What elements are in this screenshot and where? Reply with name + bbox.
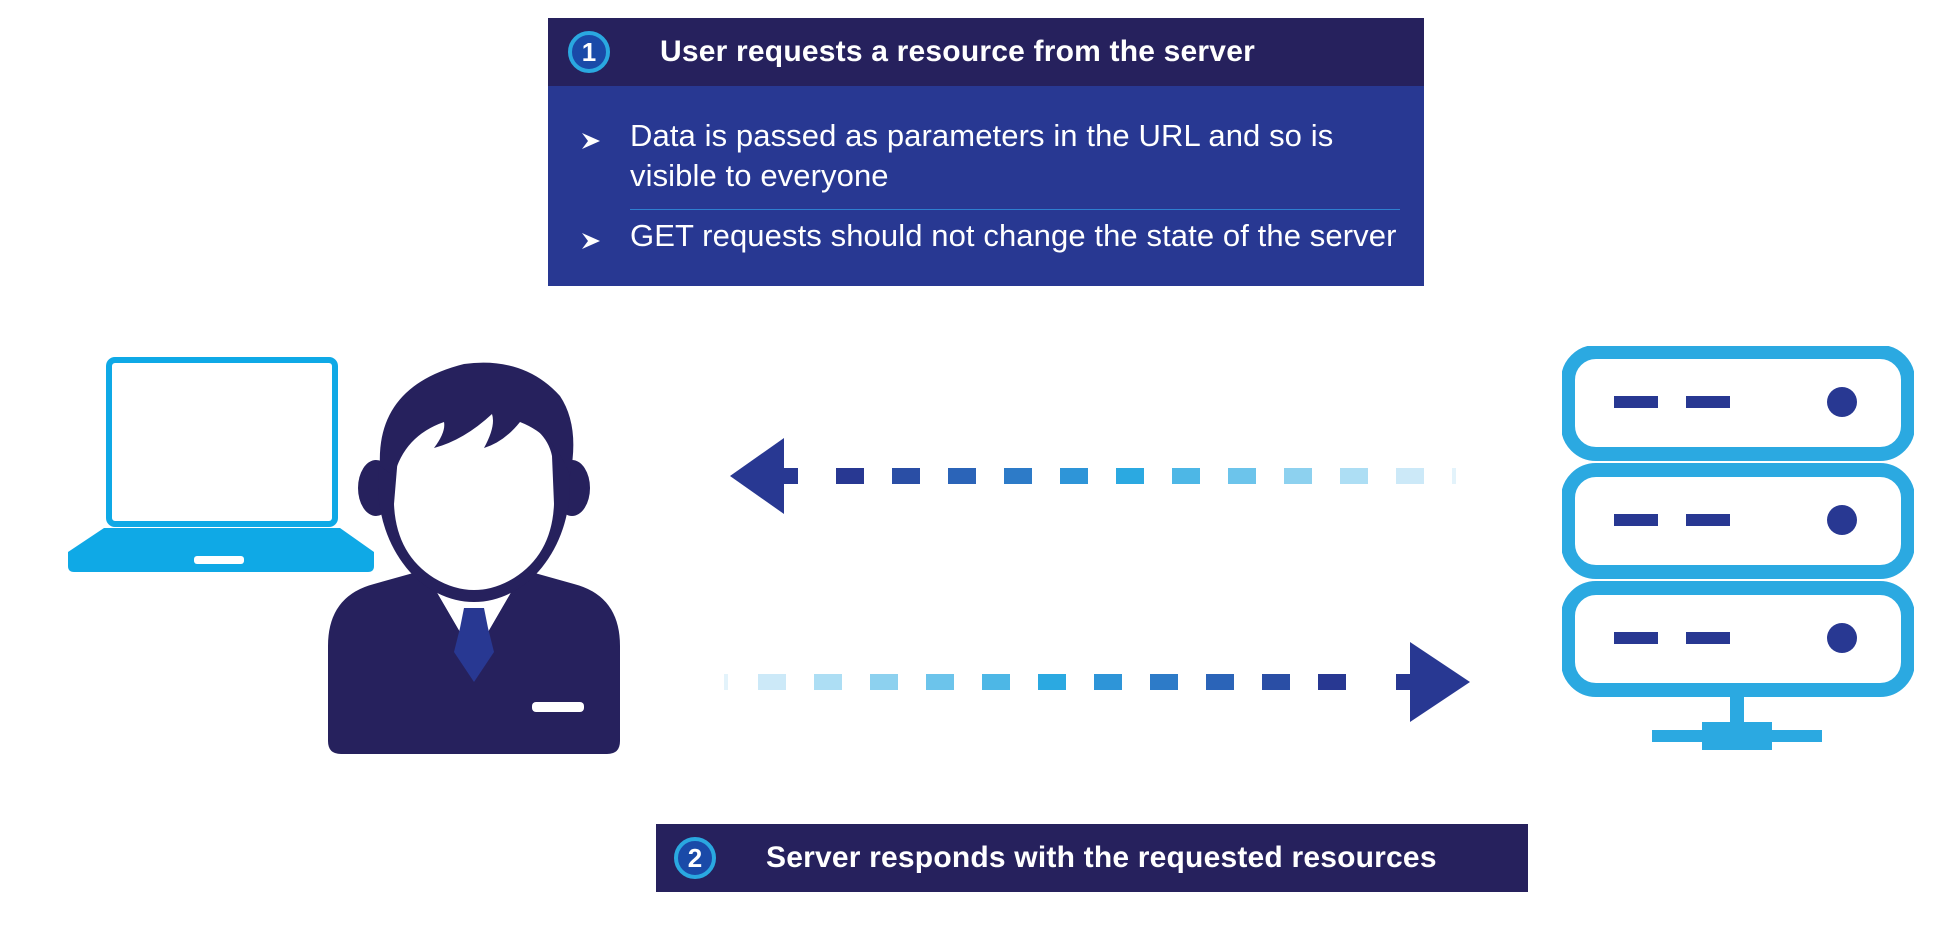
dash-segment [1172,468,1200,484]
bullet-text: GET requests should not change the state… [630,218,1397,253]
dash-segment [1228,468,1256,484]
arrow-right-icon [724,642,1470,722]
dash-segment [814,674,842,690]
dash-segment [982,674,1010,690]
dash-segment [836,468,864,484]
dash-segment [1284,468,1312,484]
dash-segment [1452,468,1456,484]
dash-segment [948,468,976,484]
bullet-arrow-icon [582,233,600,249]
dash-segment [1094,674,1122,690]
dash-segment [870,674,898,690]
bullet-arrow-icon [582,133,600,149]
dash-segment [1150,674,1178,690]
dash-segment [1340,468,1368,484]
dash-segment [926,674,954,690]
step-2-header: 2 Server responds with the requested res… [656,824,1528,892]
dash-segment [1262,674,1290,690]
dash-segment [724,674,728,690]
step-2-badge: 2 [674,837,716,879]
arrow-left-icon [730,438,1456,514]
bullet-text: Data is passed as parameters in the URL … [630,118,1334,193]
server-icon [1562,346,1914,750]
step-1-badge: 1 [568,31,610,73]
dash-segment [758,674,786,690]
step-1-title: User requests a resource from the server [660,35,1255,68]
dash-segment [1206,674,1234,690]
dash-segment [892,468,920,484]
user-icon [328,362,620,754]
dash-segment [1060,468,1088,484]
dash-segment [1038,674,1066,690]
bullet-divider [630,209,1400,210]
dash-segment [1004,468,1032,484]
dash-segment [1116,468,1144,484]
dash-segment [1396,468,1424,484]
laptop-icon [68,357,374,572]
dash-segment [1318,674,1346,690]
step-1-header: 1 User requests a resource from the serv… [548,18,1424,86]
step-2-title: Server responds with the requested resou… [766,841,1437,874]
step-1-details: Data is passed as parameters in the URL … [548,86,1424,286]
